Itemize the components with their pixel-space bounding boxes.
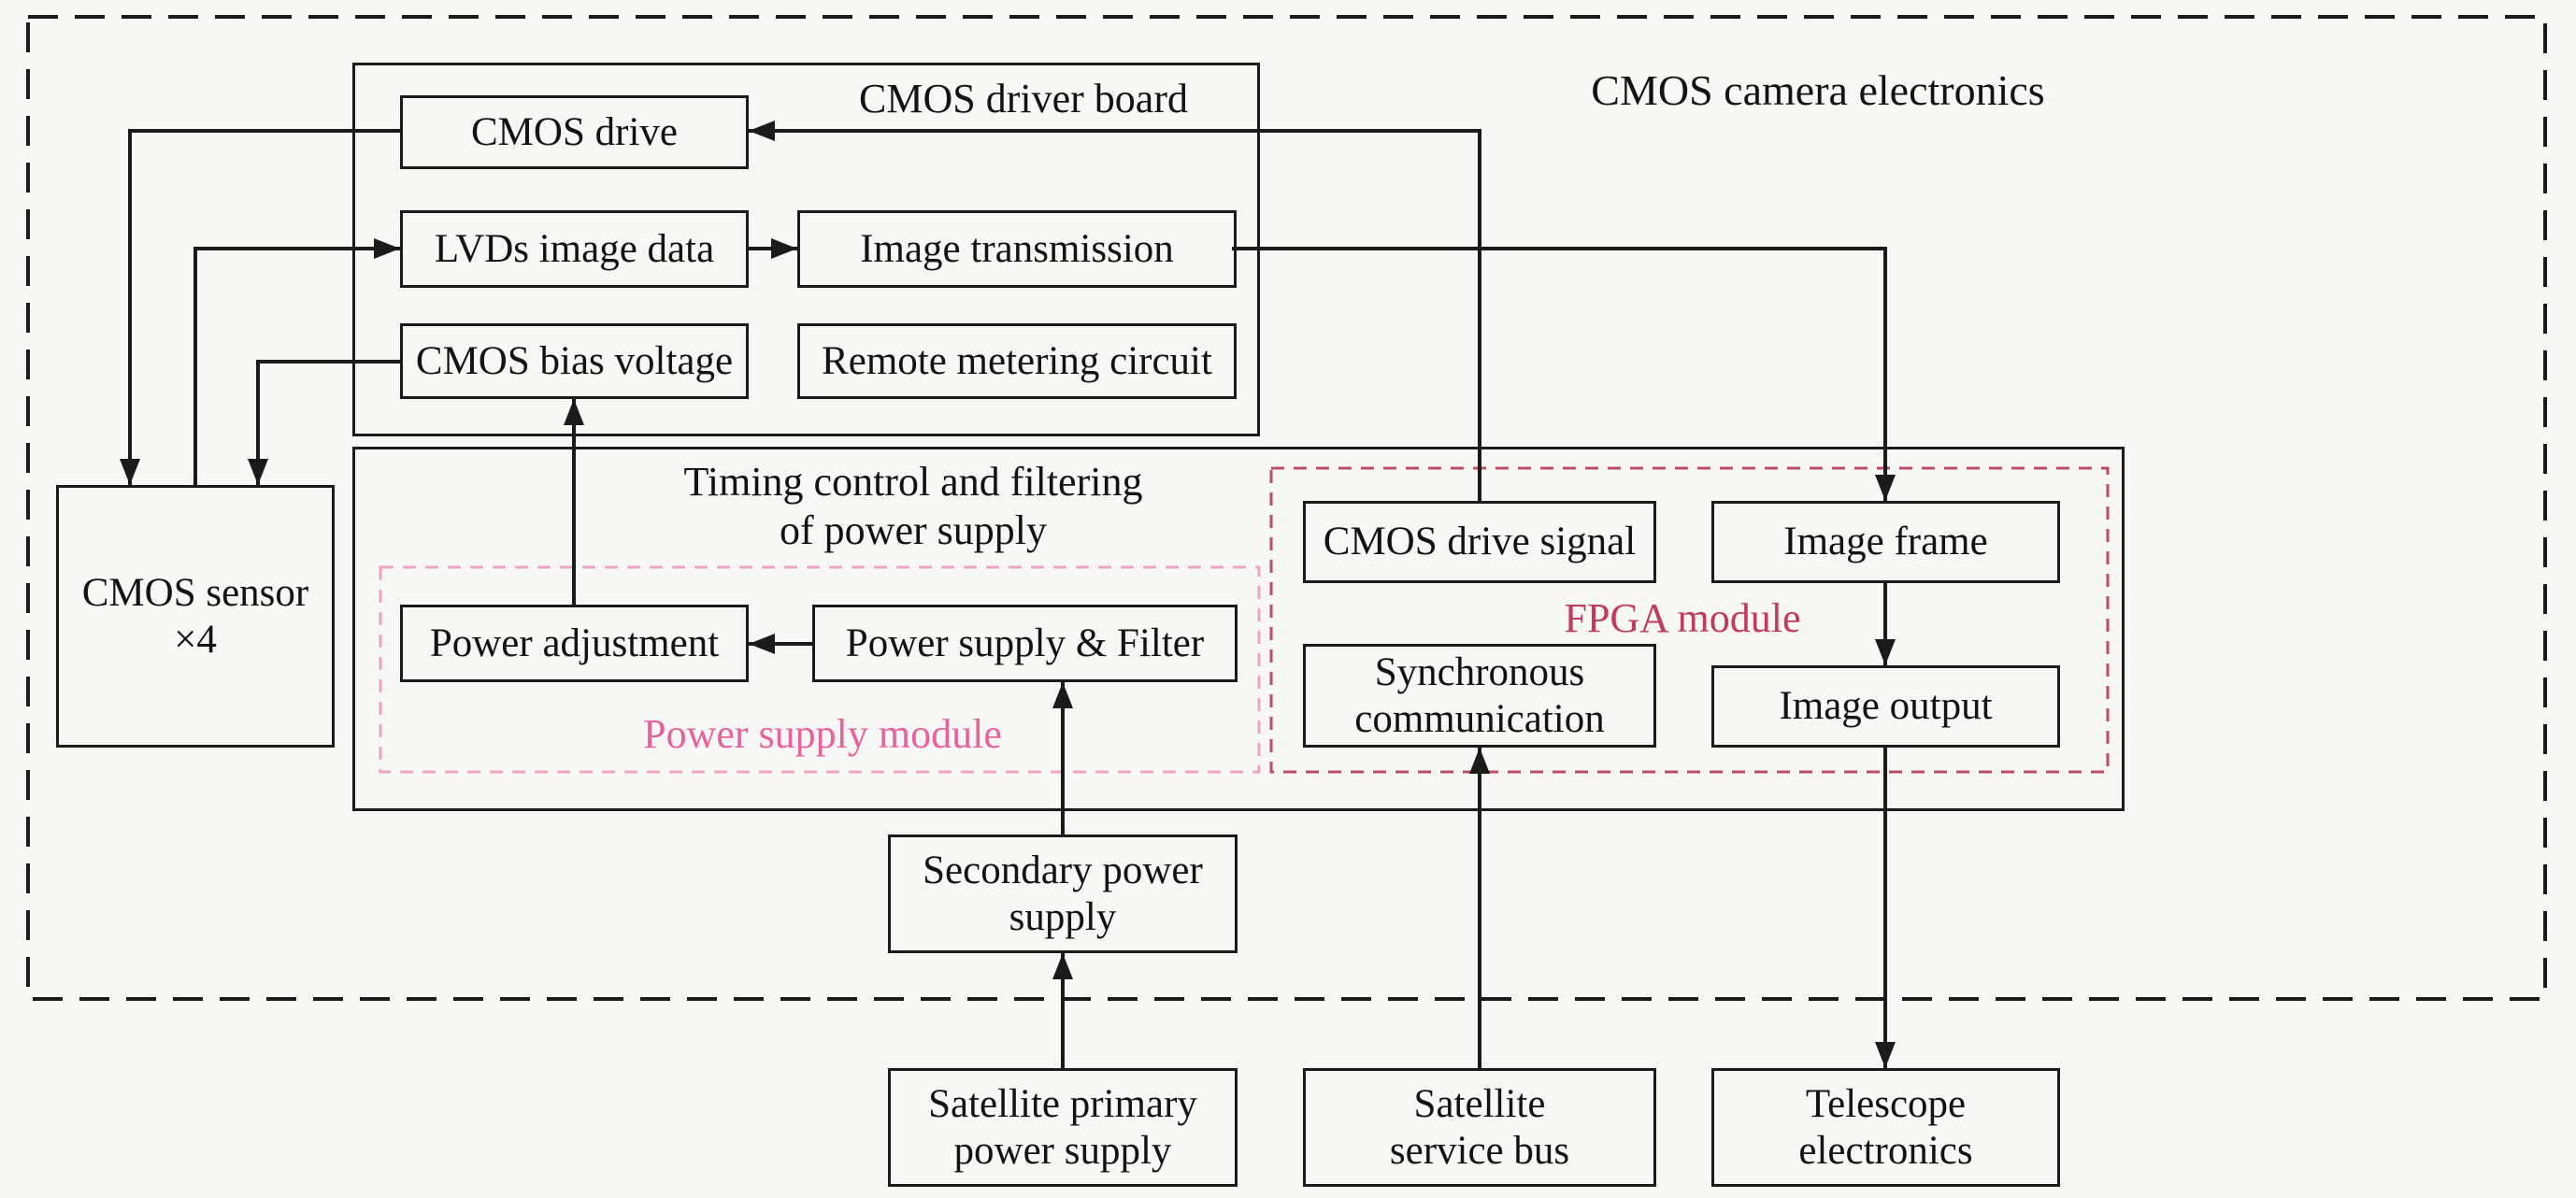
image-frame-box: Image frame — [1711, 501, 2060, 583]
synchronous-communication-box: Synchronous communication — [1303, 644, 1656, 748]
diagram-title: CMOS camera electronics — [1591, 66, 2045, 114]
remote-metering-circuit-box: Remote metering circuit — [797, 323, 1237, 399]
cmos-driver-board-label: CMOS driver board — [859, 76, 1188, 121]
telescope-electronics-box: Telescope electronics — [1711, 1068, 2060, 1187]
timing-control-label: Timing control and filtering of power su… — [683, 459, 1143, 553]
cmos-bias-voltage-box: CMOS bias voltage — [400, 323, 749, 399]
fpga-module-label: FPGA module — [1564, 595, 1801, 641]
cmos-drive-signal-box: CMOS drive signal — [1303, 501, 1656, 583]
lvds-image-data-box: LVDs image data — [400, 210, 749, 288]
satellite-service-bus-box: Satellite service bus — [1303, 1068, 1656, 1187]
image-transmission-box: Image transmission — [797, 210, 1237, 288]
power-supply-module-label: Power supply module — [643, 711, 1002, 757]
image-output-box: Image output — [1711, 665, 2060, 748]
cmos-sensor-box: CMOS sensor ×4 — [56, 485, 335, 748]
secondary-power-supply-box: Secondary power supply — [888, 834, 1238, 953]
satellite-primary-power-supply-box: Satellite primary power supply — [888, 1068, 1238, 1187]
power-supply-filter-box: Power supply & Filter — [812, 605, 1238, 682]
cmos-drive-box: CMOS drive — [400, 95, 749, 169]
power-adjustment-box: Power adjustment — [400, 605, 749, 682]
